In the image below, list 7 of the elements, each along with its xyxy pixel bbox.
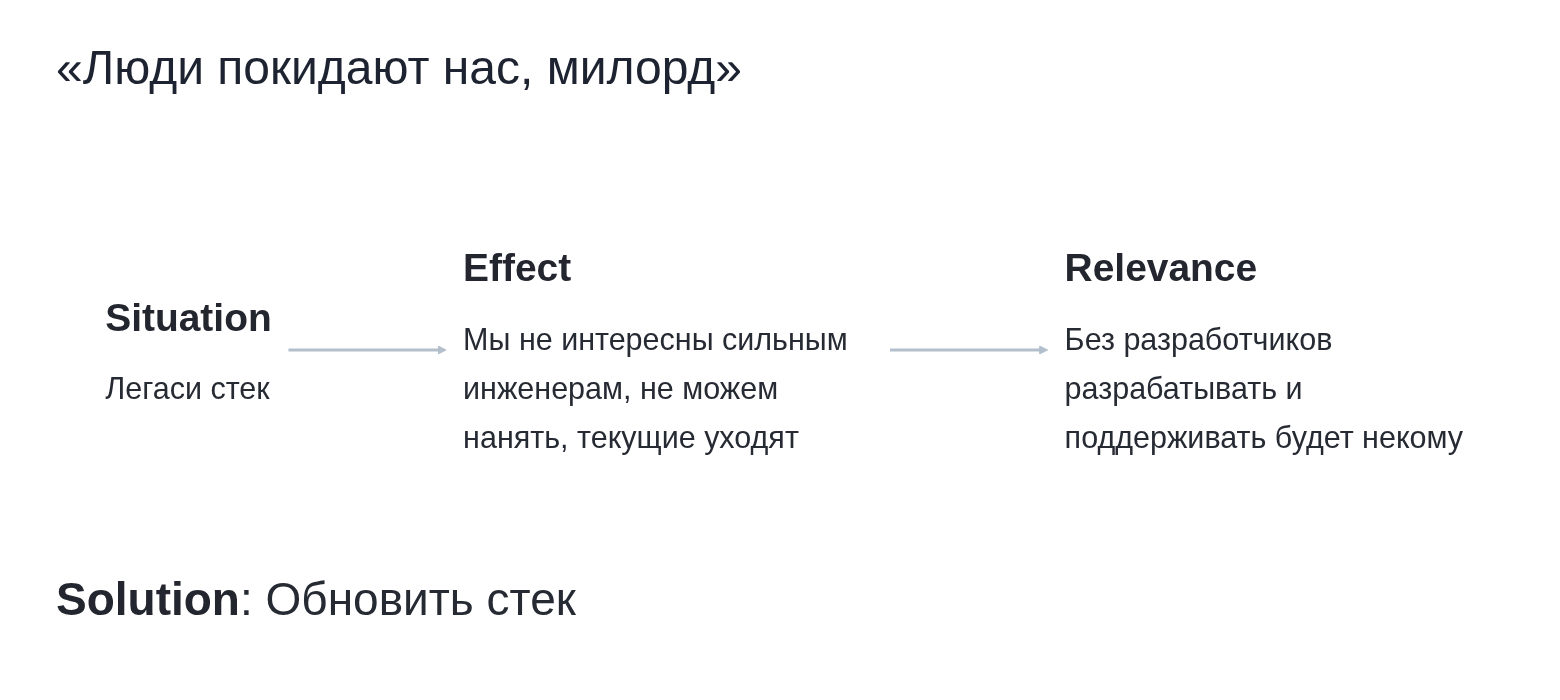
node-text: Situation Легаси стек <box>105 295 272 406</box>
arrow <box>890 345 1049 355</box>
node-text: Relevance Без разработчиков разрабатывать и поддерживать будет некому <box>1064 246 1464 455</box>
arrow <box>288 345 447 355</box>
solution-text: Solution: Обновить стек <box>56 572 576 626</box>
slide-title: «Люди покидают нас, милорд» <box>56 40 742 95</box>
node-text: Effect Мы не интересны сильным инженерам, не можем нанять, текущие уходят <box>463 246 848 455</box>
